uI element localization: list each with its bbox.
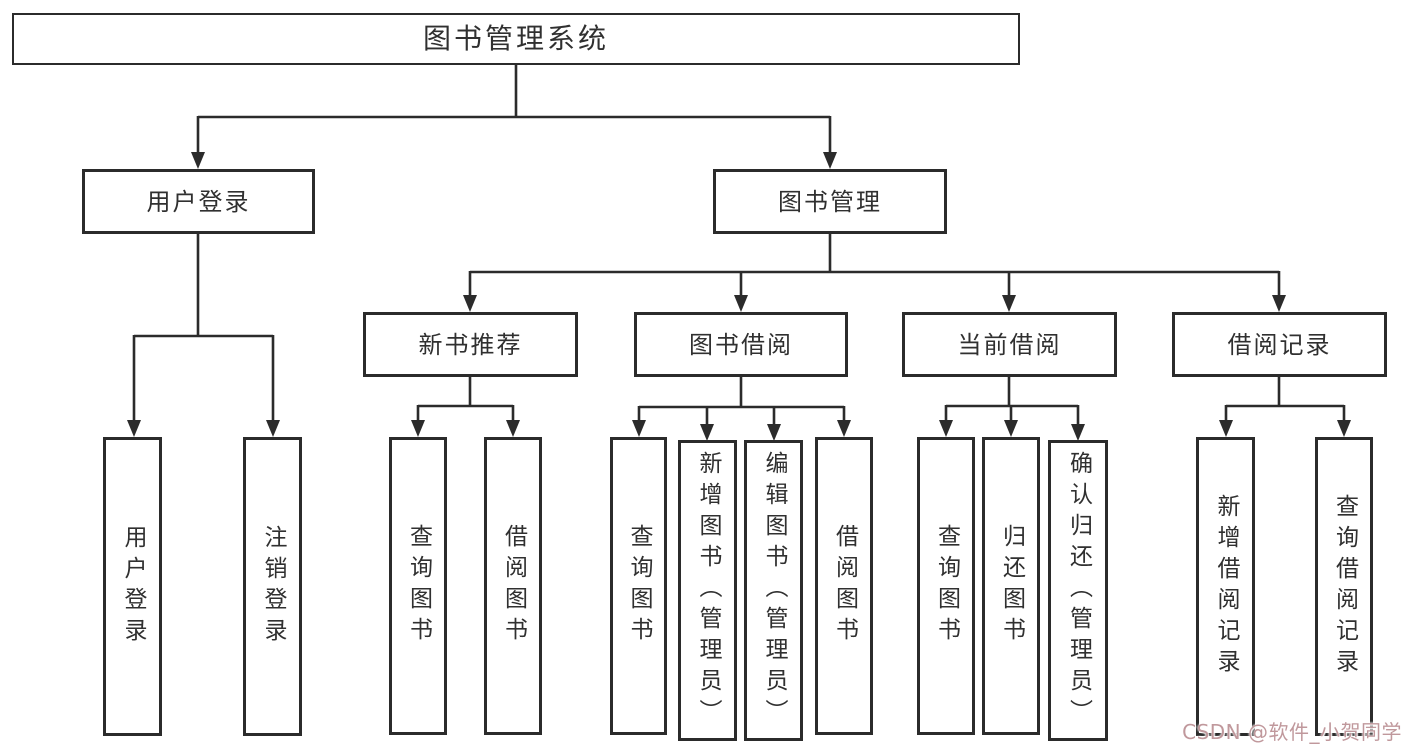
leaf-user-login: 用户登录 (103, 437, 162, 736)
leaf-current-query-books: 查询图书 (917, 437, 975, 735)
leaf-borrowing-query-books: 查询图书 (610, 437, 667, 735)
leaf-records-query-record: 查询借阅记录 (1315, 437, 1373, 736)
csdn-watermark: CSDN @软件_小贺同学 (1182, 720, 1402, 744)
leaf-recommend-query-books: 查询图书 (389, 437, 447, 735)
node-new-book-recommendation: 新书推荐 (363, 312, 578, 377)
node-book-management: 图书管理 (713, 169, 947, 234)
leaf-borrowing-add-books-admin: 新增图书（管理员） (678, 440, 737, 741)
node-book-borrowing: 图书借阅 (634, 312, 848, 377)
arrowhead-icons (127, 152, 1351, 441)
leaf-logout: 注销登录 (243, 437, 302, 736)
leaf-borrowing-edit-books-admin: 编辑图书（管理员） (744, 440, 803, 741)
node-current-borrowing: 当前借阅 (902, 312, 1117, 377)
leaf-records-add-record: 新增借阅记录 (1196, 437, 1255, 736)
node-library-system: 图书管理系统 (12, 13, 1020, 65)
leaf-recommend-borrow-books: 借阅图书 (484, 437, 542, 735)
leaf-current-return-books: 归还图书 (982, 437, 1040, 735)
leaf-current-confirm-return-admin: 确认归还（管理员） (1048, 440, 1108, 741)
node-borrowing-records: 借阅记录 (1172, 312, 1387, 377)
node-user-login: 用户登录 (82, 169, 315, 234)
leaf-borrowing-borrow-books: 借阅图书 (815, 437, 873, 735)
